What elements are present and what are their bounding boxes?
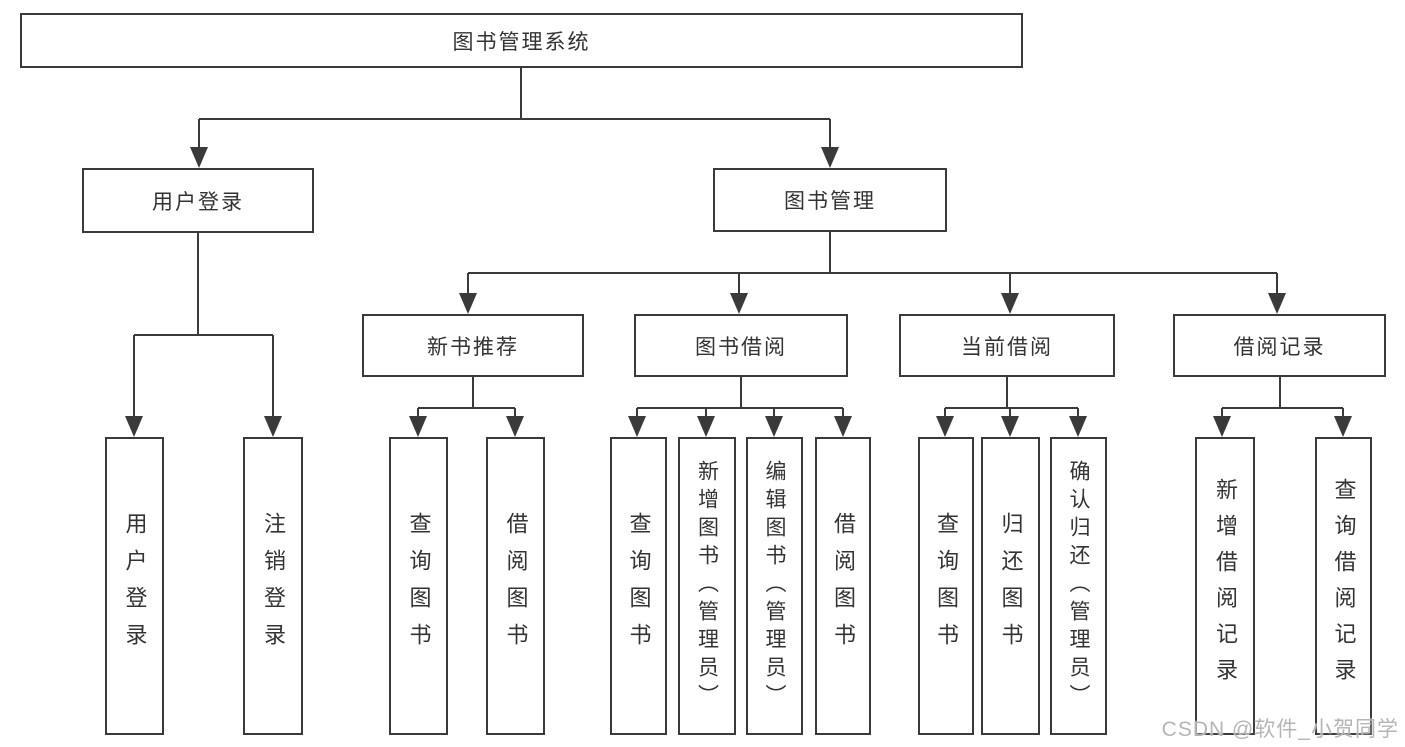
node-user-login-leaf: 用户登录 — [105, 437, 164, 735]
node-return-book-label: 归还图书 — [998, 512, 1024, 660]
node-logout-label: 注销登录 — [261, 512, 286, 660]
node-query-books-borrow: 查询图书 — [610, 437, 667, 735]
node-book-management-label: 图书管理 — [784, 190, 876, 213]
node-query-books-current-label: 查询图书 — [934, 512, 959, 660]
node-query-books-recommend-label: 查询图书 — [406, 512, 432, 660]
node-edit-book-admin-label: 编辑图书（管理员） — [763, 460, 786, 712]
node-confirm-return-admin-label: 确认归还（管理员） — [1067, 460, 1090, 712]
node-current-borrow: 当前借阅 — [899, 314, 1115, 377]
node-user-login-label: 用户登录 — [152, 190, 244, 214]
node-root-label: 图书管理系统 — [452, 30, 591, 54]
node-borrow-books-recommend-label: 借阅图书 — [503, 512, 529, 660]
node-new-book-recommend-label: 新书推荐 — [427, 335, 519, 359]
node-add-book-admin-label: 新增图书（管理员） — [695, 460, 719, 712]
node-query-books-recommend: 查询图书 — [389, 437, 448, 735]
node-borrow-books-leaf: 借阅图书 — [815, 437, 871, 735]
node-query-borrow-record-label: 查询借阅记录 — [1331, 478, 1357, 694]
node-logout: 注销登录 — [243, 437, 303, 735]
watermark: CSDN @软件_小贺同学 — [1161, 718, 1399, 741]
connector-shafts — [133, 68, 1344, 435]
node-book-borrow: 图书借阅 — [634, 314, 848, 377]
node-borrow-books-leaf-label: 借阅图书 — [831, 512, 856, 660]
node-edit-book-admin: 编辑图书（管理员） — [746, 437, 803, 735]
node-add-book-admin: 新增图书（管理员） — [678, 437, 736, 735]
node-borrow-records-label: 借阅记录 — [1233, 335, 1326, 359]
node-root: 图书管理系统 — [20, 13, 1023, 68]
node-user-login-leaf-label: 用户登录 — [122, 512, 148, 660]
node-query-books-borrow-label: 查询图书 — [626, 512, 652, 660]
node-confirm-return-admin: 确认归还（管理员） — [1050, 437, 1107, 735]
node-query-books-current: 查询图书 — [918, 437, 974, 735]
node-user-login: 用户登录 — [82, 168, 314, 233]
node-add-borrow-record: 新增借阅记录 — [1195, 437, 1255, 735]
node-new-book-recommend: 新书推荐 — [362, 314, 584, 377]
node-book-borrow-label: 图书借阅 — [695, 335, 787, 359]
node-current-borrow-label: 当前借阅 — [961, 335, 1053, 359]
node-borrow-records: 借阅记录 — [1173, 314, 1386, 377]
node-add-borrow-record-label: 新增借阅记录 — [1213, 478, 1238, 694]
node-query-borrow-record: 查询借阅记录 — [1315, 437, 1372, 735]
node-book-management: 图书管理 — [713, 168, 947, 232]
node-return-book: 归还图书 — [981, 437, 1040, 735]
node-borrow-books-recommend: 借阅图书 — [486, 437, 545, 735]
